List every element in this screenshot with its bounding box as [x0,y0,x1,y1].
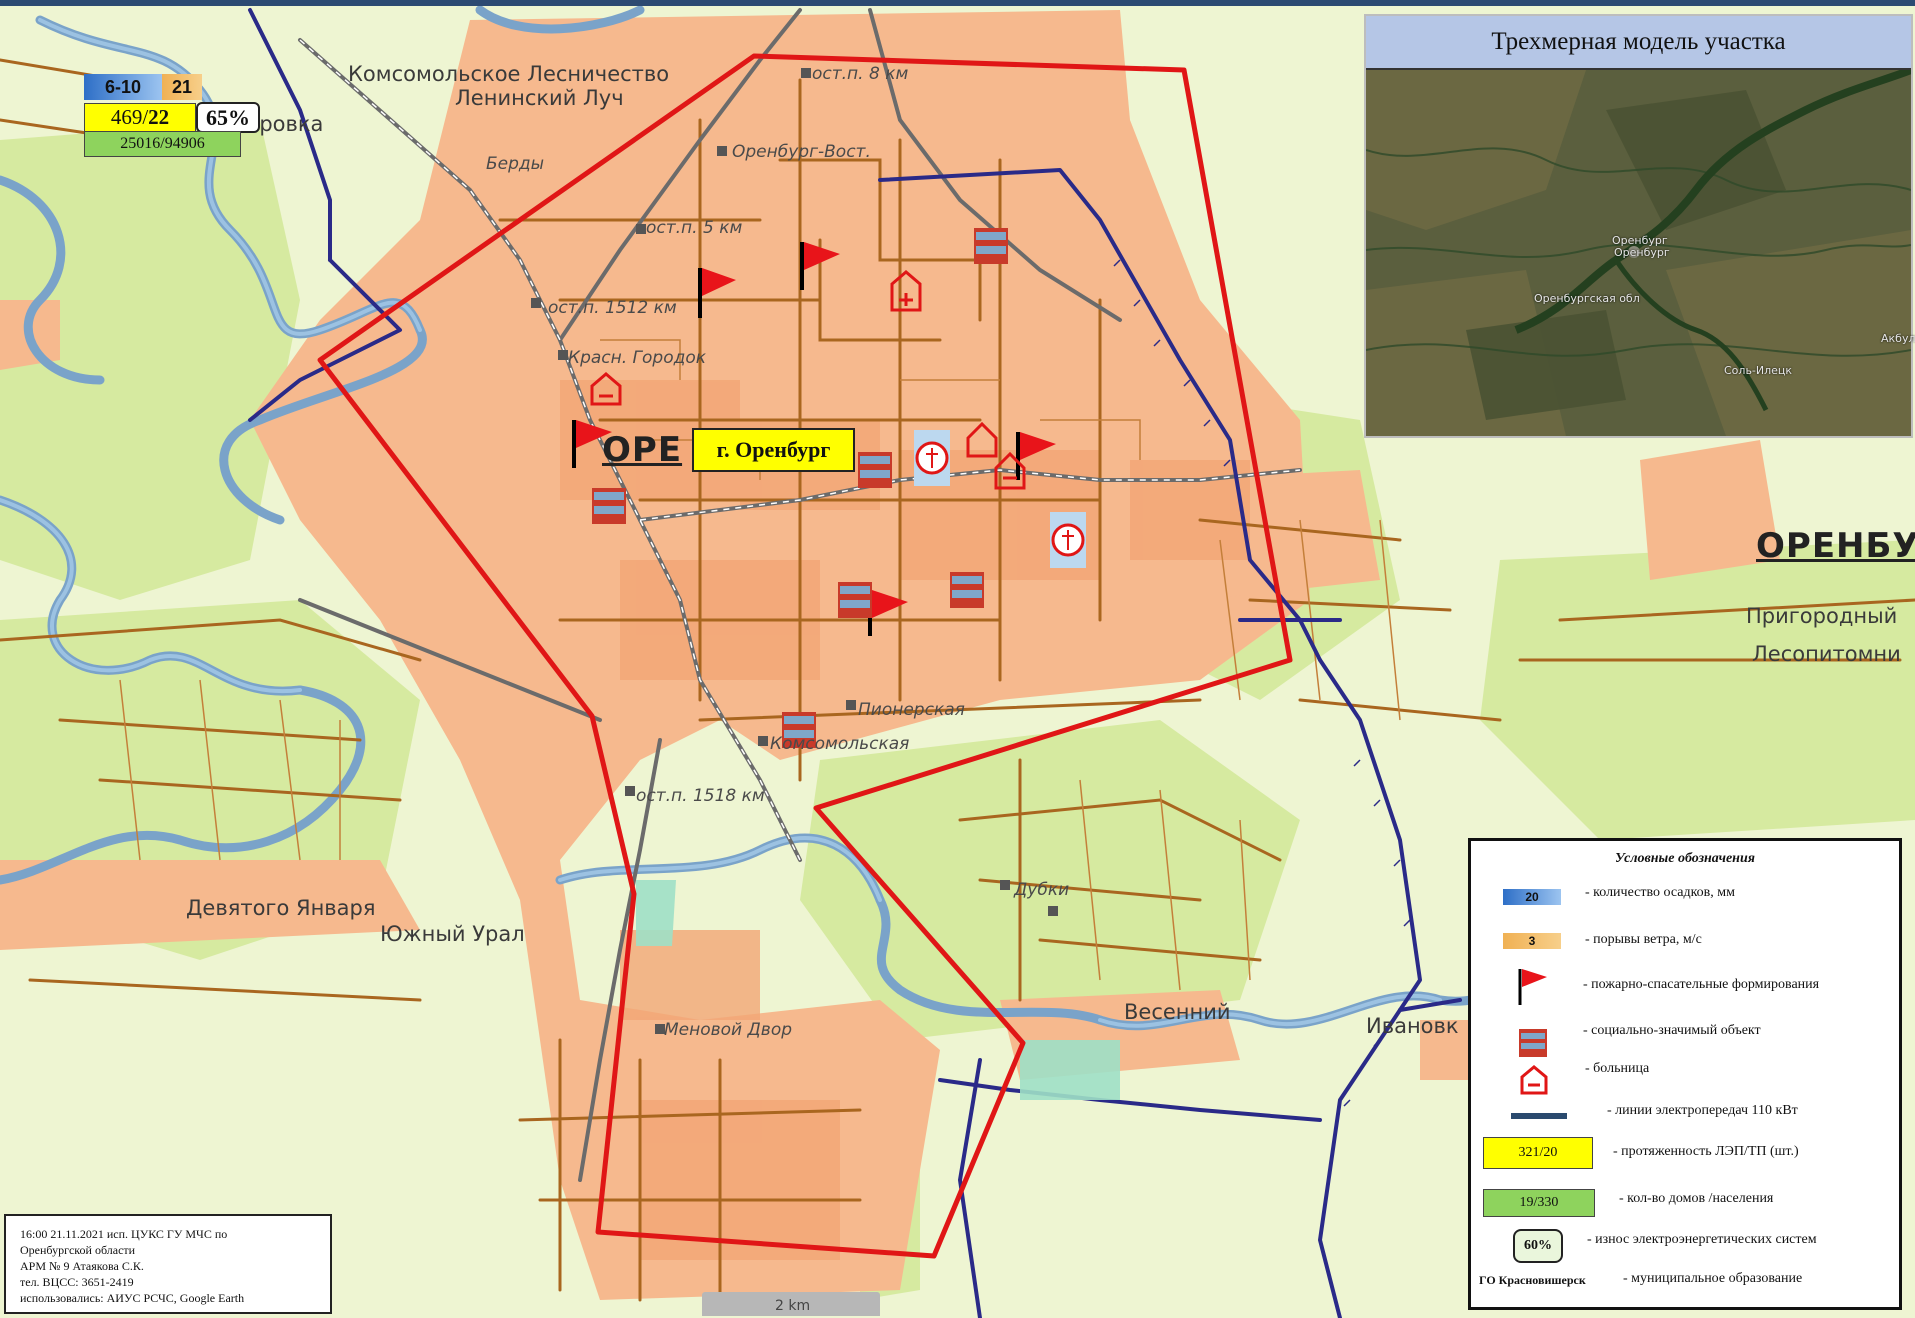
place-label: Ленинский Луч [455,86,624,110]
power-line-length: 469/ [110,105,149,129]
legend-item-label: - пожарно-спасательные формирования [1583,977,1820,992]
legend-wear-sample: 60% [1513,1229,1563,1263]
stop-label: Оренбург-Вост. [732,142,871,162]
social-object-icon [1519,1029,1547,1057]
place-label: Южный Урал [380,922,525,946]
region-label: ОРЕНБУ [1756,526,1915,566]
power-lines [248,8,1462,1318]
power-line-length-indicator: 469/22 [84,103,196,132]
3d-model-title: Трехмерная модель участка [1366,16,1911,70]
legend: Условные обозначения 20 - количество оса… [1468,838,1902,1310]
stop-label: ост.п. 1518 км [636,786,765,806]
legend-item-label: - износ электроэнергетических систем [1587,1232,1817,1247]
info-line: АРМ № 9 Атаякова С.К. [20,1259,144,1273]
3d-model-panel[interactable]: Трехмерная модель участка Оренбург Оренб… [1364,14,1915,438]
houses-population-indicator: 25016/94906 [84,131,241,157]
legend-item-label: - протяженность ЛЭП/ТП (шт.) [1613,1144,1799,1159]
stop-label: ост.п. 5 км [646,218,743,238]
legend-houses-sample: 19/330 [1483,1189,1595,1217]
fire-rescue-icon [1518,969,1547,1005]
hospital-icon [590,372,622,406]
stop-label: Дубки [1014,880,1070,900]
social-object-icon [974,228,1008,264]
wear-indicator: 65% [196,102,260,133]
legend-precip-sample: 20 [1503,889,1561,905]
satellite-label: Акбул [1881,332,1915,345]
info-line: тел. ВЦСС: 3651-2419 [20,1275,134,1289]
fire-rescue-icon [1016,432,1056,480]
satellite-label: Оренбург [1614,246,1670,259]
area-boundary [317,53,1293,1259]
social-object-icon [592,488,626,524]
stop-label: ост.п. 1512 км [548,298,677,318]
legend-item-label: - больница [1585,1061,1650,1076]
legend-title: Условные обозначения [1615,851,1755,866]
legend-wind-sample: 3 [1503,933,1561,949]
satellite-image[interactable] [1366,70,1911,436]
river-water [0,18,1442,1028]
hospital-icon [966,421,998,458]
info-line: 16:00 21.11.2021 исп. ЦУКС ГУ МЧС по [20,1227,228,1241]
social-object-icon [838,582,872,618]
precipitation-indicator: 6-10 [84,74,162,100]
satellite-label: Оренбург [1612,234,1668,247]
legend-item-label: - кол-во домов /населения [1619,1191,1774,1206]
legend-item-label: - линии электропередач 110 кВт [1607,1103,1798,1118]
satellite-label: Соль-Илецк [1724,364,1793,377]
social-object-icon [858,452,892,488]
top-bar [0,0,1915,6]
hospital-icon [1520,1065,1548,1095]
place-label: Весенний [1124,1000,1231,1024]
info-line: использовались: АИУС РСЧС, Google Earth [20,1291,245,1305]
power-line-sample [1511,1113,1567,1119]
railway-ties [299,39,1301,861]
place-label: Ивановк [1366,1014,1459,1038]
legend-item-label: - порывы ветра, м/с [1585,932,1702,947]
scale-label: 2 km [775,1298,811,1314]
social-object-icon [782,712,816,748]
city-label: г. Оренбург [692,428,855,472]
legend-item-label: - социально-значимый объект [1583,1023,1761,1038]
stop-label: Комсомольская [770,734,910,754]
place-label: Лесопитомни [1752,642,1901,666]
legend-municipal-sample: ГО Красновишерск [1479,1273,1586,1287]
scale-bar [702,1292,880,1316]
special-areas [636,880,1120,1100]
hospital-icon [890,270,922,312]
satellite-label: Оренбургская обл [1534,292,1640,305]
legend-item-label: - муниципальное образование [1623,1271,1803,1286]
wind-gusts-indicator: 21 [162,74,202,100]
social-object-icon [950,572,984,608]
hospital-icon [994,451,1026,490]
fire-rescue-icon [572,420,612,468]
info-box: 16:00 21.11.2021 исп. ЦУКС ГУ МЧС по Оре… [4,1214,332,1314]
fire-rescue-icon [800,242,840,290]
place-label: Девятого Января [186,896,376,920]
stop-label: Меновой Двор [664,1020,793,1040]
place-label: Комсомольское Лесничество [348,62,670,86]
power-station-count: 22 [148,105,170,129]
fire-rescue-icon [698,268,736,318]
stop-label: Красн. Городок [568,348,707,368]
legend-length-sample: 321/20 [1483,1137,1593,1169]
info-line: Оренбургской области [20,1243,136,1257]
church-icon [1050,512,1086,568]
church-icon [914,430,950,486]
region-label: ОРЕ [602,430,683,470]
power-line-ticks [1113,259,1411,1107]
station-markers [531,68,1058,1034]
stop-label: Пионерская [858,700,965,720]
stop-label: Берды [486,154,545,174]
stop-label: ост.п. 8 км [812,64,909,84]
place-label: Пригородный [1746,604,1898,628]
legend-item-label: - количество осадков, мм [1585,885,1735,900]
minor-roads [119,339,1401,991]
